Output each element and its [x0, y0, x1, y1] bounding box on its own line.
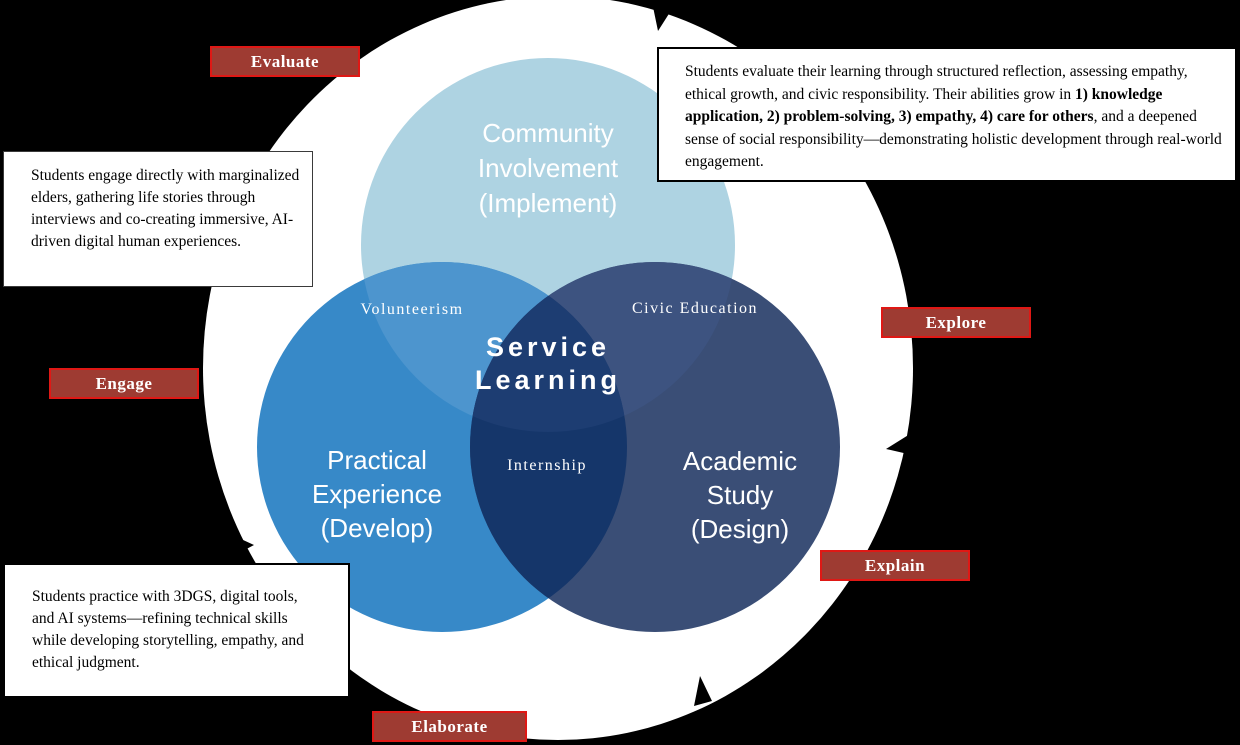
community-line-1: Community [482, 118, 614, 148]
internship-label: Internship [507, 457, 587, 474]
evaluate-note-text-part2: , and a deepened sense of social respons… [685, 108, 1222, 170]
engage-note-text: Students engage directly with marginaliz… [31, 167, 300, 250]
service-learning-line-2: Learning [474, 365, 622, 395]
stage-tag-explain: Explain [820, 550, 970, 581]
evaluate-note-text-bold: 1) knowledge application, 2) problem-sol… [685, 85, 1163, 126]
stage-tag-elaborate: Elaborate [372, 711, 527, 742]
stage-tag-explain-label: Explain [864, 555, 926, 575]
cycle-arrowhead-right-icon [886, 434, 910, 454]
evaluate-note-text-part1: Students evaluate their learning through… [685, 63, 1188, 103]
elaborate-note-text: Students practice with 3DGS, digital too… [32, 588, 304, 671]
practical-experience-label: Practical Experience (Develop) [312, 443, 442, 545]
stage-tag-evaluate: Evaluate [210, 46, 360, 77]
stage-tag-engage-label: Engage [95, 373, 153, 393]
academic-line-3: (Design) [690, 514, 790, 544]
overlap-center-region [470, 262, 627, 432]
practical-line-2: Experience [311, 479, 443, 509]
academic-line-2: Study [706, 480, 774, 510]
practical-line-3: (Develop) [320, 513, 434, 543]
stage-tag-evaluate-label: Evaluate [250, 51, 320, 71]
service-learning-line-1: Service [485, 332, 611, 362]
stage-tag-explore: Explore [881, 307, 1031, 338]
service-learning-title: Service Learning [475, 331, 621, 397]
elaborate-note-box: Students practice with 3DGS, digital too… [3, 563, 350, 698]
practical-line-1: Practical [327, 445, 427, 475]
cycle-arrowhead-bottom-icon [694, 676, 712, 706]
cycle-arrowhead-top-icon [652, 2, 672, 31]
evaluate-note-box: Students evaluate their learning through… [657, 47, 1237, 182]
community-involvement-label: Community Involvement (Implement) [478, 116, 618, 221]
cycle-arrowhead-left-icon [224, 534, 254, 561]
stage-tag-explore-label: Explore [925, 312, 987, 332]
stage-tag-engage: Engage [49, 368, 199, 399]
community-line-3: (Implement) [478, 188, 618, 218]
academic-line-1: Academic [682, 446, 798, 476]
civic-education-label: Civic Education [631, 300, 759, 317]
engage-note-box: Students engage directly with marginaliz… [3, 151, 313, 287]
volunteerism-label: Volunteerism [360, 301, 464, 318]
academic-study-label: Academic Study (Design) [683, 444, 797, 546]
community-line-2: Involvement [477, 153, 619, 183]
stage-tag-elaborate-label: Elaborate [411, 716, 488, 736]
